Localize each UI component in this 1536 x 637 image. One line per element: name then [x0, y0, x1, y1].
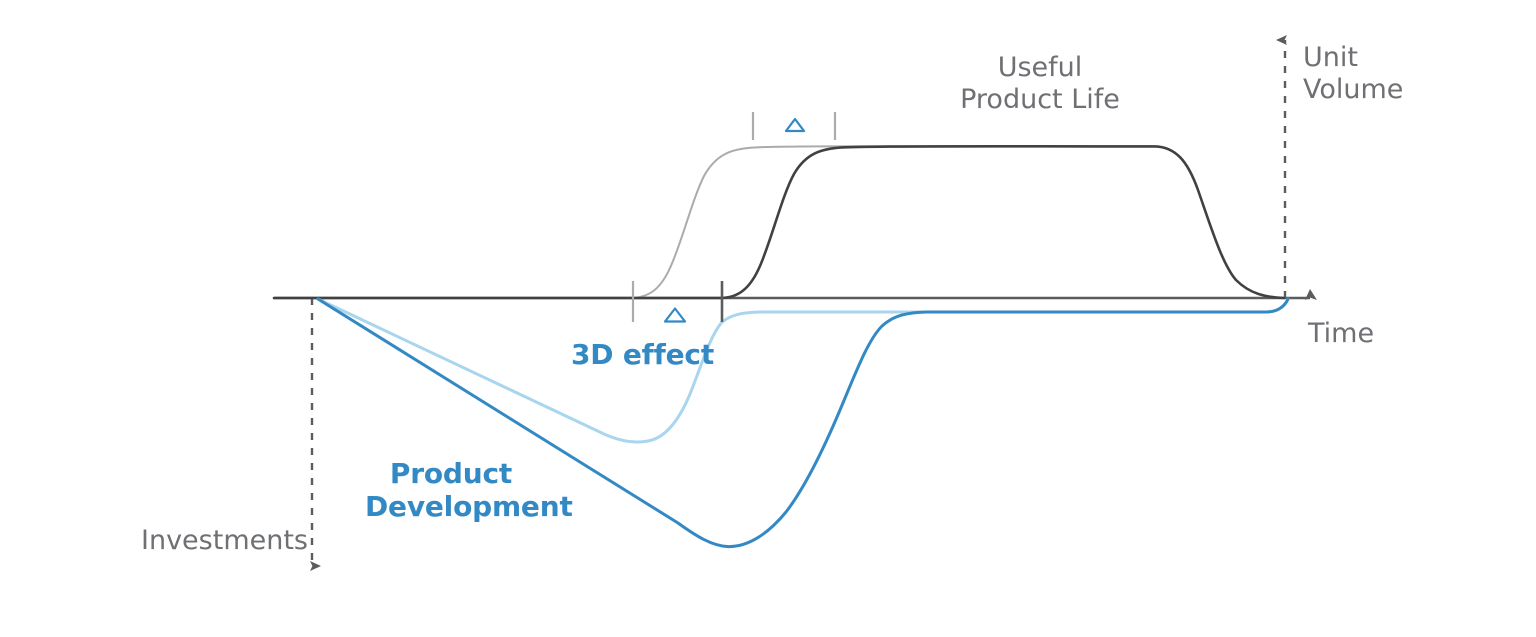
curve-investments-3d: [316, 297, 1290, 549]
label-product-development: Product Development: [365, 457, 573, 524]
curve-investments-baseline: [316, 297, 1290, 444]
label-investments: Investments: [141, 525, 308, 556]
curve-unit-volume-3d: [272, 144, 1286, 300]
label-time: Time: [1308, 318, 1375, 349]
curve-unit-volume-baseline: [273, 145, 1153, 299]
delta-triangle-icon-lower: [663, 307, 687, 323]
label-useful-product-life: Useful Product Life: [960, 52, 1120, 115]
label-3d-effect: 3D effect: [571, 338, 714, 371]
delta-marker-upper: [751, 112, 837, 140]
delta-marker-lower: [631, 281, 724, 323]
delta-triangle-icon-upper: [784, 117, 806, 133]
label-unit-volume: Unit Volume: [1303, 42, 1404, 105]
